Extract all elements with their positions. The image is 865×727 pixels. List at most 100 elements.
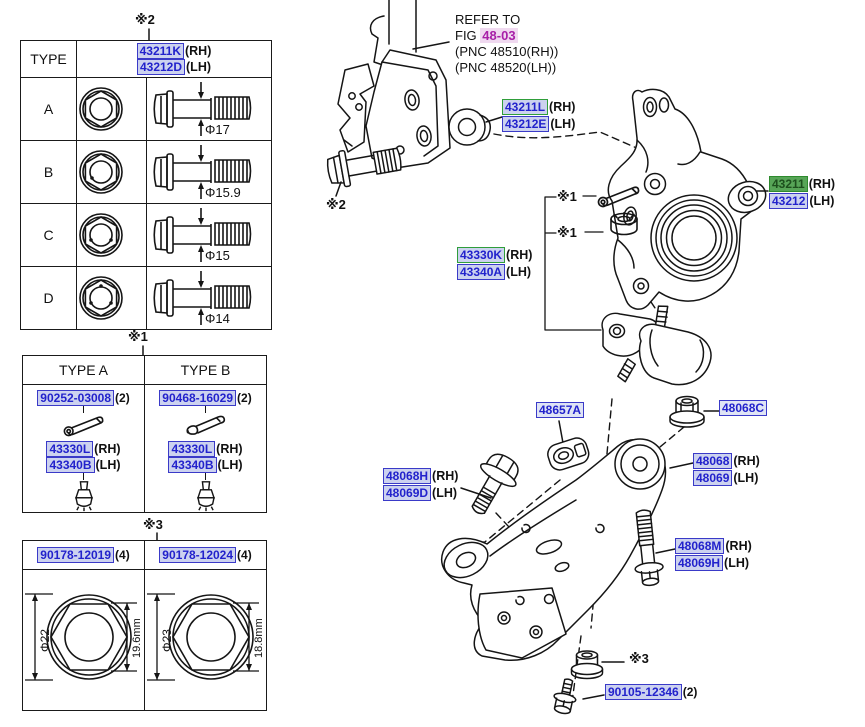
flange-nut-drawing: Φ22 19.6mm (25, 593, 143, 681)
bolt-type-letter: D (20, 266, 77, 330)
strut-bracket-drawing (338, 0, 450, 168)
svg-text:Φ15.9: Φ15.9 (205, 185, 241, 200)
part-number-48068H[interactable]: 48068H (383, 468, 432, 484)
part-number-48069D[interactable]: 48069D (383, 485, 432, 501)
pnc-rh: (PNC 48510(RH)) (455, 44, 559, 59)
nut-drawing-cell: Φ23 18.8mm (144, 569, 267, 711)
table-row: C Φ15 (20, 203, 272, 267)
hex-head-icon (77, 85, 125, 133)
part-number-48068[interactable]: 48068 (693, 453, 733, 469)
connector-line (82, 473, 85, 480)
cotter-pin-icon (62, 413, 106, 438)
part-number-48069[interactable]: 48069 (693, 470, 733, 486)
bolt-side-icon: Φ15 (147, 206, 263, 263)
bolt-type-letter: B (20, 140, 77, 204)
table-marker-stems (143, 29, 157, 540)
hex-head-icon (77, 211, 125, 259)
marker-note-1-table: ※1 (128, 329, 148, 344)
clip-pin-icon (184, 413, 228, 438)
type-a-header: TYPE A (22, 355, 145, 385)
part-number-43212[interactable]: 43212 (769, 193, 809, 209)
bolt-side-icon: Φ17 (147, 80, 263, 137)
part-number-43340B[interactable]: 43340B (168, 457, 217, 473)
bolt-type-letter: A (20, 77, 77, 141)
part-number-90178-12019[interactable]: 90178-12019 (37, 547, 115, 563)
nut-part-header: 90178-12024(4) (144, 540, 267, 570)
nut-part-header: 90178-12019(4) (22, 540, 145, 570)
part-number-43211K[interactable]: 43211K (136, 43, 184, 59)
strut-bushing-drawing (449, 109, 502, 145)
svg-text:Φ14: Φ14 (205, 311, 230, 326)
ball-joint-type-table: TYPE A TYPE B 90252-03008(2) 43330L(RH) … (22, 355, 267, 513)
part-number-43212D[interactable]: 43212D (136, 59, 186, 75)
refer-note-leader (413, 42, 449, 49)
type-b-cell: 90468-16029(2) 43330L(RH) 43340B(LH) (144, 384, 267, 513)
hex-head-icon (77, 274, 125, 322)
nut-drawing-cell: Φ22 19.6mm (22, 569, 145, 711)
label-arm-nut: 48068C (719, 400, 768, 416)
ball-stud-icon (190, 480, 222, 512)
part-number-48068M[interactable]: 48068M (675, 538, 725, 554)
part-number-48069H[interactable]: 48069H (675, 555, 724, 571)
part-number-48657A[interactable]: 48657A (536, 402, 585, 418)
camber-clamp-drawing (545, 421, 591, 473)
type-table-part-header: 43211K(RH) 43212D(LH) (76, 40, 272, 78)
nut-height-label: 18.8mm (253, 618, 265, 658)
marker-2-diagram: ※2 (326, 197, 346, 212)
marker-note-3-table: ※3 (143, 517, 163, 532)
stopper-bolt-drawing (551, 677, 604, 715)
connector-line (204, 473, 207, 480)
part-number-43330L[interactable]: 43330L (46, 441, 94, 457)
pnc-lh: (PNC 48520(LH)) (455, 60, 557, 75)
label-knuckle: 43211(RH) 43212(LH) (769, 176, 835, 209)
nut-height-label: 19.6mm (131, 618, 143, 658)
label-stopper-bolt: 90105-12346(2) (605, 684, 697, 700)
fig-label: FIG (455, 28, 477, 43)
refer-line1: REFER TO (455, 12, 521, 27)
part-number-90252-03008[interactable]: 90252-03008 (37, 390, 115, 406)
table-row: B Φ15.9 (20, 140, 272, 204)
part-number-48068C[interactable]: 48068C (719, 400, 768, 416)
nut-diameter-label: Φ22 (38, 629, 52, 652)
label-arm-front-bolt: 48068H(RH) 48069D(LH) (383, 468, 458, 501)
part-number-90178-12024[interactable]: 90178-12024 (159, 547, 237, 563)
part-number-43211L[interactable]: 43211L (502, 99, 549, 115)
part-number-43340B[interactable]: 43340B (46, 457, 95, 473)
label-strut-bolt: 43211L(RH) 43212E(LH) (502, 99, 575, 132)
part-number-43330K[interactable]: 43330K (457, 247, 506, 263)
arm-rear-bolt-drawing (629, 509, 675, 587)
lower-ball-joint-drawing (602, 304, 711, 384)
marker-1-diagram-nut: ※1 (557, 225, 577, 240)
arm-front-bolt-drawing (460, 448, 526, 523)
part-number-43212E[interactable]: 43212E (502, 116, 550, 132)
hex-head-icon (77, 148, 125, 196)
label-arm-rear-bolt: 48068M(RH) 48069H(LH) (675, 538, 752, 571)
refer-note: REFER TO FIG 48-03 (PNC 48510(RH)) (PNC … (455, 12, 558, 76)
ball-stud-icon (68, 480, 100, 512)
marker-1-diagram-pin: ※1 (557, 189, 577, 204)
nut-spec-table: 90178-12019(4) 90178-12024(4) Φ22 19.6mm (22, 540, 267, 711)
arm-nut-drawing (670, 397, 719, 428)
strut-bolt-drawing (325, 141, 403, 196)
label-camber-clamp: 48657A (536, 402, 585, 418)
part-number-43330L[interactable]: 43330L (168, 441, 216, 457)
part-number-90468-16029[interactable]: 90468-16029 (159, 390, 237, 406)
bolt-side-icon: Φ14 (147, 269, 263, 326)
bolt-side-icon: Φ15.9 (147, 143, 263, 200)
lower-control-arm-drawing (438, 439, 665, 660)
marker1-bracket-lines (545, 196, 603, 330)
part-number-90105-12346[interactable]: 90105-12346 (605, 684, 682, 700)
flange-nut-drawing: Φ23 18.8mm (147, 593, 265, 681)
type-b-header: TYPE B (144, 355, 267, 385)
type-table-header: TYPE (20, 40, 77, 78)
table-row: D Φ14 (20, 266, 272, 330)
marker-3-diagram: ※3 (629, 651, 649, 666)
fig-number-link[interactable]: 48-03 (480, 28, 518, 43)
bolt-type-table: TYPE 43211K(RH) 43212D(LH) A Φ17 B Φ15.9… (20, 40, 272, 330)
label-lower-arm: 48068(RH) 48069(LH) (693, 453, 760, 486)
steering-knuckle-drawing (608, 89, 769, 309)
part-number-43340A[interactable]: 43340A (457, 264, 506, 280)
lower-arm-leader (670, 463, 693, 468)
part-number-43211-selected[interactable]: 43211 (769, 176, 808, 192)
